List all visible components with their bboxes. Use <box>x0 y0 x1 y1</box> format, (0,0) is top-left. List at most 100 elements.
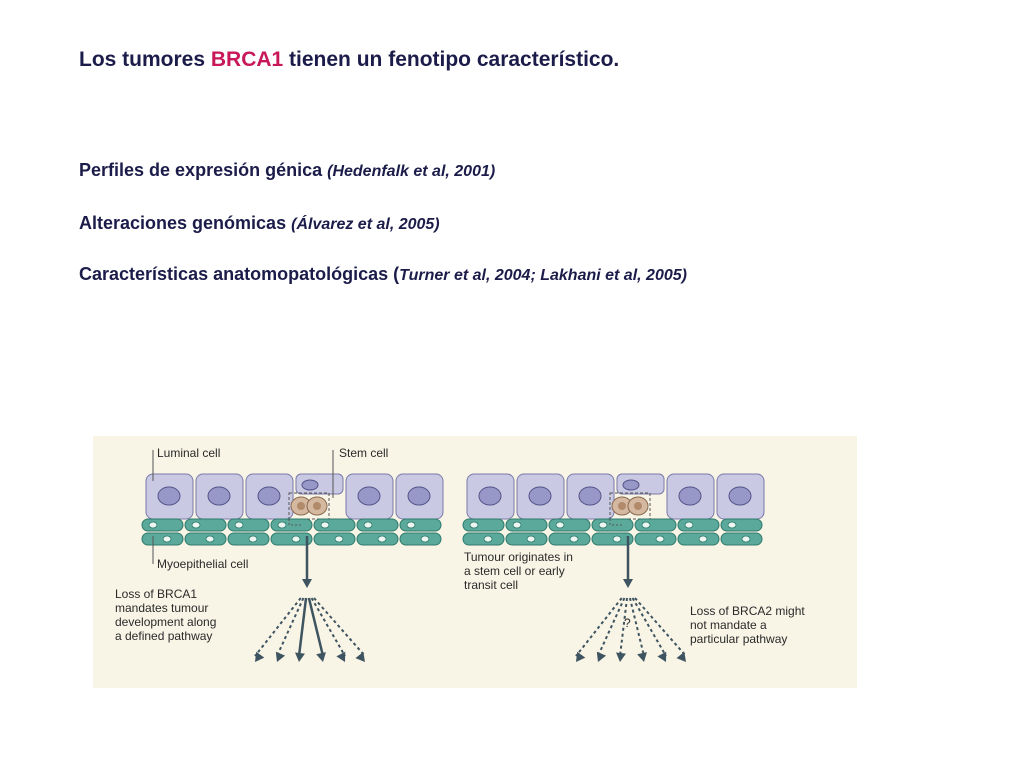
myoepithelial-nucleus <box>727 521 737 529</box>
myoepithelial-nucleus <box>598 521 608 529</box>
bullet-reference: (Hedenfalk et al, 2001) <box>327 163 496 180</box>
title-pre: Los tumores <box>79 48 211 71</box>
bullet-genomic-alterations: Alteraciones genómicas (Álvarez et al, 2… <box>79 213 440 234</box>
pathway-arrow <box>597 597 626 657</box>
pathway-arrowhead <box>676 651 686 662</box>
myoepithelial-cell <box>720 518 763 532</box>
luminal-nucleus <box>207 486 231 506</box>
myoepithelial-cell <box>141 532 184 546</box>
myoepithelial-cell <box>548 518 591 532</box>
luminal-nucleus <box>301 479 319 491</box>
luminal-nucleus <box>407 486 431 506</box>
brca-diagram: Luminal cell Stem cell Myoepithelial cel… <box>93 436 857 688</box>
myoepithelial-nucleus <box>162 535 172 543</box>
myoepithelial-cell <box>184 532 227 546</box>
myoepithelial-cell <box>227 532 270 546</box>
myoepithelial-nucleus <box>512 521 522 529</box>
myoepithelial-cell <box>313 532 356 546</box>
stem-nucleus <box>618 502 626 510</box>
stem-nucleus <box>634 502 642 510</box>
myoepithelial-nucleus <box>363 521 373 529</box>
myoepithelial-nucleus <box>320 521 330 529</box>
stem-cell-outline <box>609 492 651 520</box>
stem-nucleus <box>313 502 321 510</box>
label-stem-cell: Stem cell <box>339 446 389 460</box>
myoepithelial-cell <box>634 532 677 546</box>
pathway-arrow <box>575 597 623 657</box>
stem-cell-outline <box>288 492 330 520</box>
pathway-arrow <box>297 597 308 657</box>
myoepithelial-cell <box>462 532 505 546</box>
stem-connector <box>288 519 303 526</box>
label-luminal-cell: Luminal cell <box>157 446 221 460</box>
myoepithelial-cell <box>184 518 227 532</box>
pathway-arrow <box>631 597 667 657</box>
bullet-expression-profiles: Perfiles de expresión génica (Hedenfalk … <box>79 160 495 181</box>
myoepithelial-nucleus <box>205 535 215 543</box>
myoepithelial-nucleus <box>148 521 158 529</box>
pathway-arrow <box>276 597 305 657</box>
myoepithelial-nucleus <box>420 535 430 543</box>
bullet-text: Perfiles de expresión génica <box>79 160 323 180</box>
pathway-arrow <box>619 597 629 657</box>
myoepithelial-nucleus <box>191 521 201 529</box>
luminal-nucleus <box>728 486 752 506</box>
myoepithelial-cell <box>505 518 548 532</box>
pathway-arrowhead <box>336 651 346 662</box>
myoepithelial-cell <box>313 518 356 532</box>
pathway-arrowhead <box>316 652 326 662</box>
bullet-reference: (Álvarez et al, 2005) <box>291 216 440 233</box>
bullet-text: Alteraciones genómicas <box>79 213 287 233</box>
pathway-arrow <box>310 597 346 657</box>
pathway-arrow <box>313 597 366 657</box>
label-tumour-origin: Tumour originates in a stem cell or earl… <box>464 550 573 592</box>
pathway-arrowhead <box>275 651 286 662</box>
myoepithelial-nucleus <box>555 521 565 529</box>
question-mark: ? <box>624 616 631 630</box>
myoepithelial-nucleus <box>741 535 751 543</box>
myoepithelial-cell <box>720 532 763 546</box>
luminal-nucleus <box>157 486 181 506</box>
main-arrowhead <box>302 579 312 588</box>
myoepithelial-cell <box>677 532 720 546</box>
myoepithelial-nucleus <box>612 535 622 543</box>
pathway-arrow <box>628 597 645 657</box>
myoepithelial-nucleus <box>684 521 694 529</box>
myoepithelial-cell <box>399 518 442 532</box>
luminal-nucleus <box>678 486 702 506</box>
myoepithelial-cell <box>634 518 677 532</box>
pathway-arrowhead <box>637 652 647 662</box>
myoepithelial-cell <box>356 518 399 532</box>
luminal-nucleus <box>478 486 502 506</box>
pathway-arrow <box>307 597 325 657</box>
label-brca1-loss: Loss of BRCA1 mandates tumour developmen… <box>115 587 217 643</box>
pathway-arrow <box>634 597 687 657</box>
myoepithelial-nucleus <box>334 535 344 543</box>
myoepithelial-nucleus <box>698 535 708 543</box>
myoepithelial-nucleus <box>277 521 287 529</box>
pathway-arrowhead <box>255 651 265 662</box>
stem-connector <box>609 519 624 526</box>
myoepithelial-cell <box>270 532 313 546</box>
myoepithelial-nucleus <box>377 535 387 543</box>
myoepithelial-cell <box>227 518 270 532</box>
stem-nucleus <box>297 502 305 510</box>
myoepithelial-cell <box>356 532 399 546</box>
bullet-text: Características anatomopatológicas <box>79 264 389 284</box>
myoepithelial-nucleus <box>248 535 258 543</box>
pathway-arrowhead <box>355 651 365 662</box>
slide-title: Los tumores BRCA1 tienen un fenotipo car… <box>79 48 619 72</box>
label-brca2-loss: Loss of BRCA2 might not mandate a partic… <box>690 604 805 646</box>
pathway-arrowhead <box>295 652 305 662</box>
luminal-nucleus <box>578 486 602 506</box>
bullet-reference: Turner et al, 2004; Lakhani et al, 2005) <box>399 267 687 284</box>
myoepithelial-nucleus <box>469 521 479 529</box>
myoepithelial-nucleus <box>291 535 301 543</box>
myoepithelial-cell <box>591 532 634 546</box>
luminal-nucleus <box>357 486 381 506</box>
myoepithelial-nucleus <box>655 535 665 543</box>
myoepithelial-nucleus <box>234 521 244 529</box>
pathway-arrow <box>254 597 302 657</box>
label-myoepithelial-cell: Myoepithelial cell <box>157 557 249 571</box>
diagram-drawing <box>141 450 765 662</box>
